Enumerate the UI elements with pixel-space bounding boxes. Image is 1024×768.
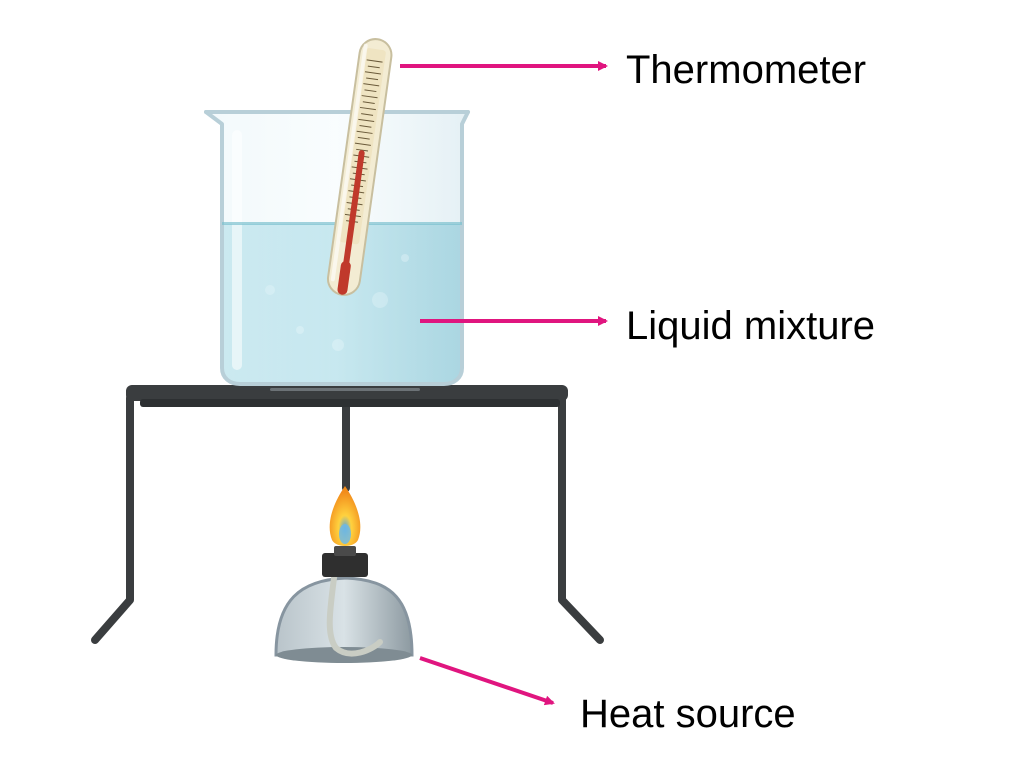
spirit-lamp-icon: [274, 546, 414, 663]
heat-arrow: [419, 656, 555, 706]
tripod-stand-icon: [91, 385, 604, 644]
thermometer-icon: [326, 38, 393, 296]
beaker-icon: [204, 110, 470, 386]
thermometer-label: Thermometer: [626, 48, 867, 92]
flame-icon: [329, 486, 361, 546]
heat-source-label: Heat source: [580, 692, 796, 736]
liquid-mixture-label: Liquid mixture: [626, 304, 876, 348]
